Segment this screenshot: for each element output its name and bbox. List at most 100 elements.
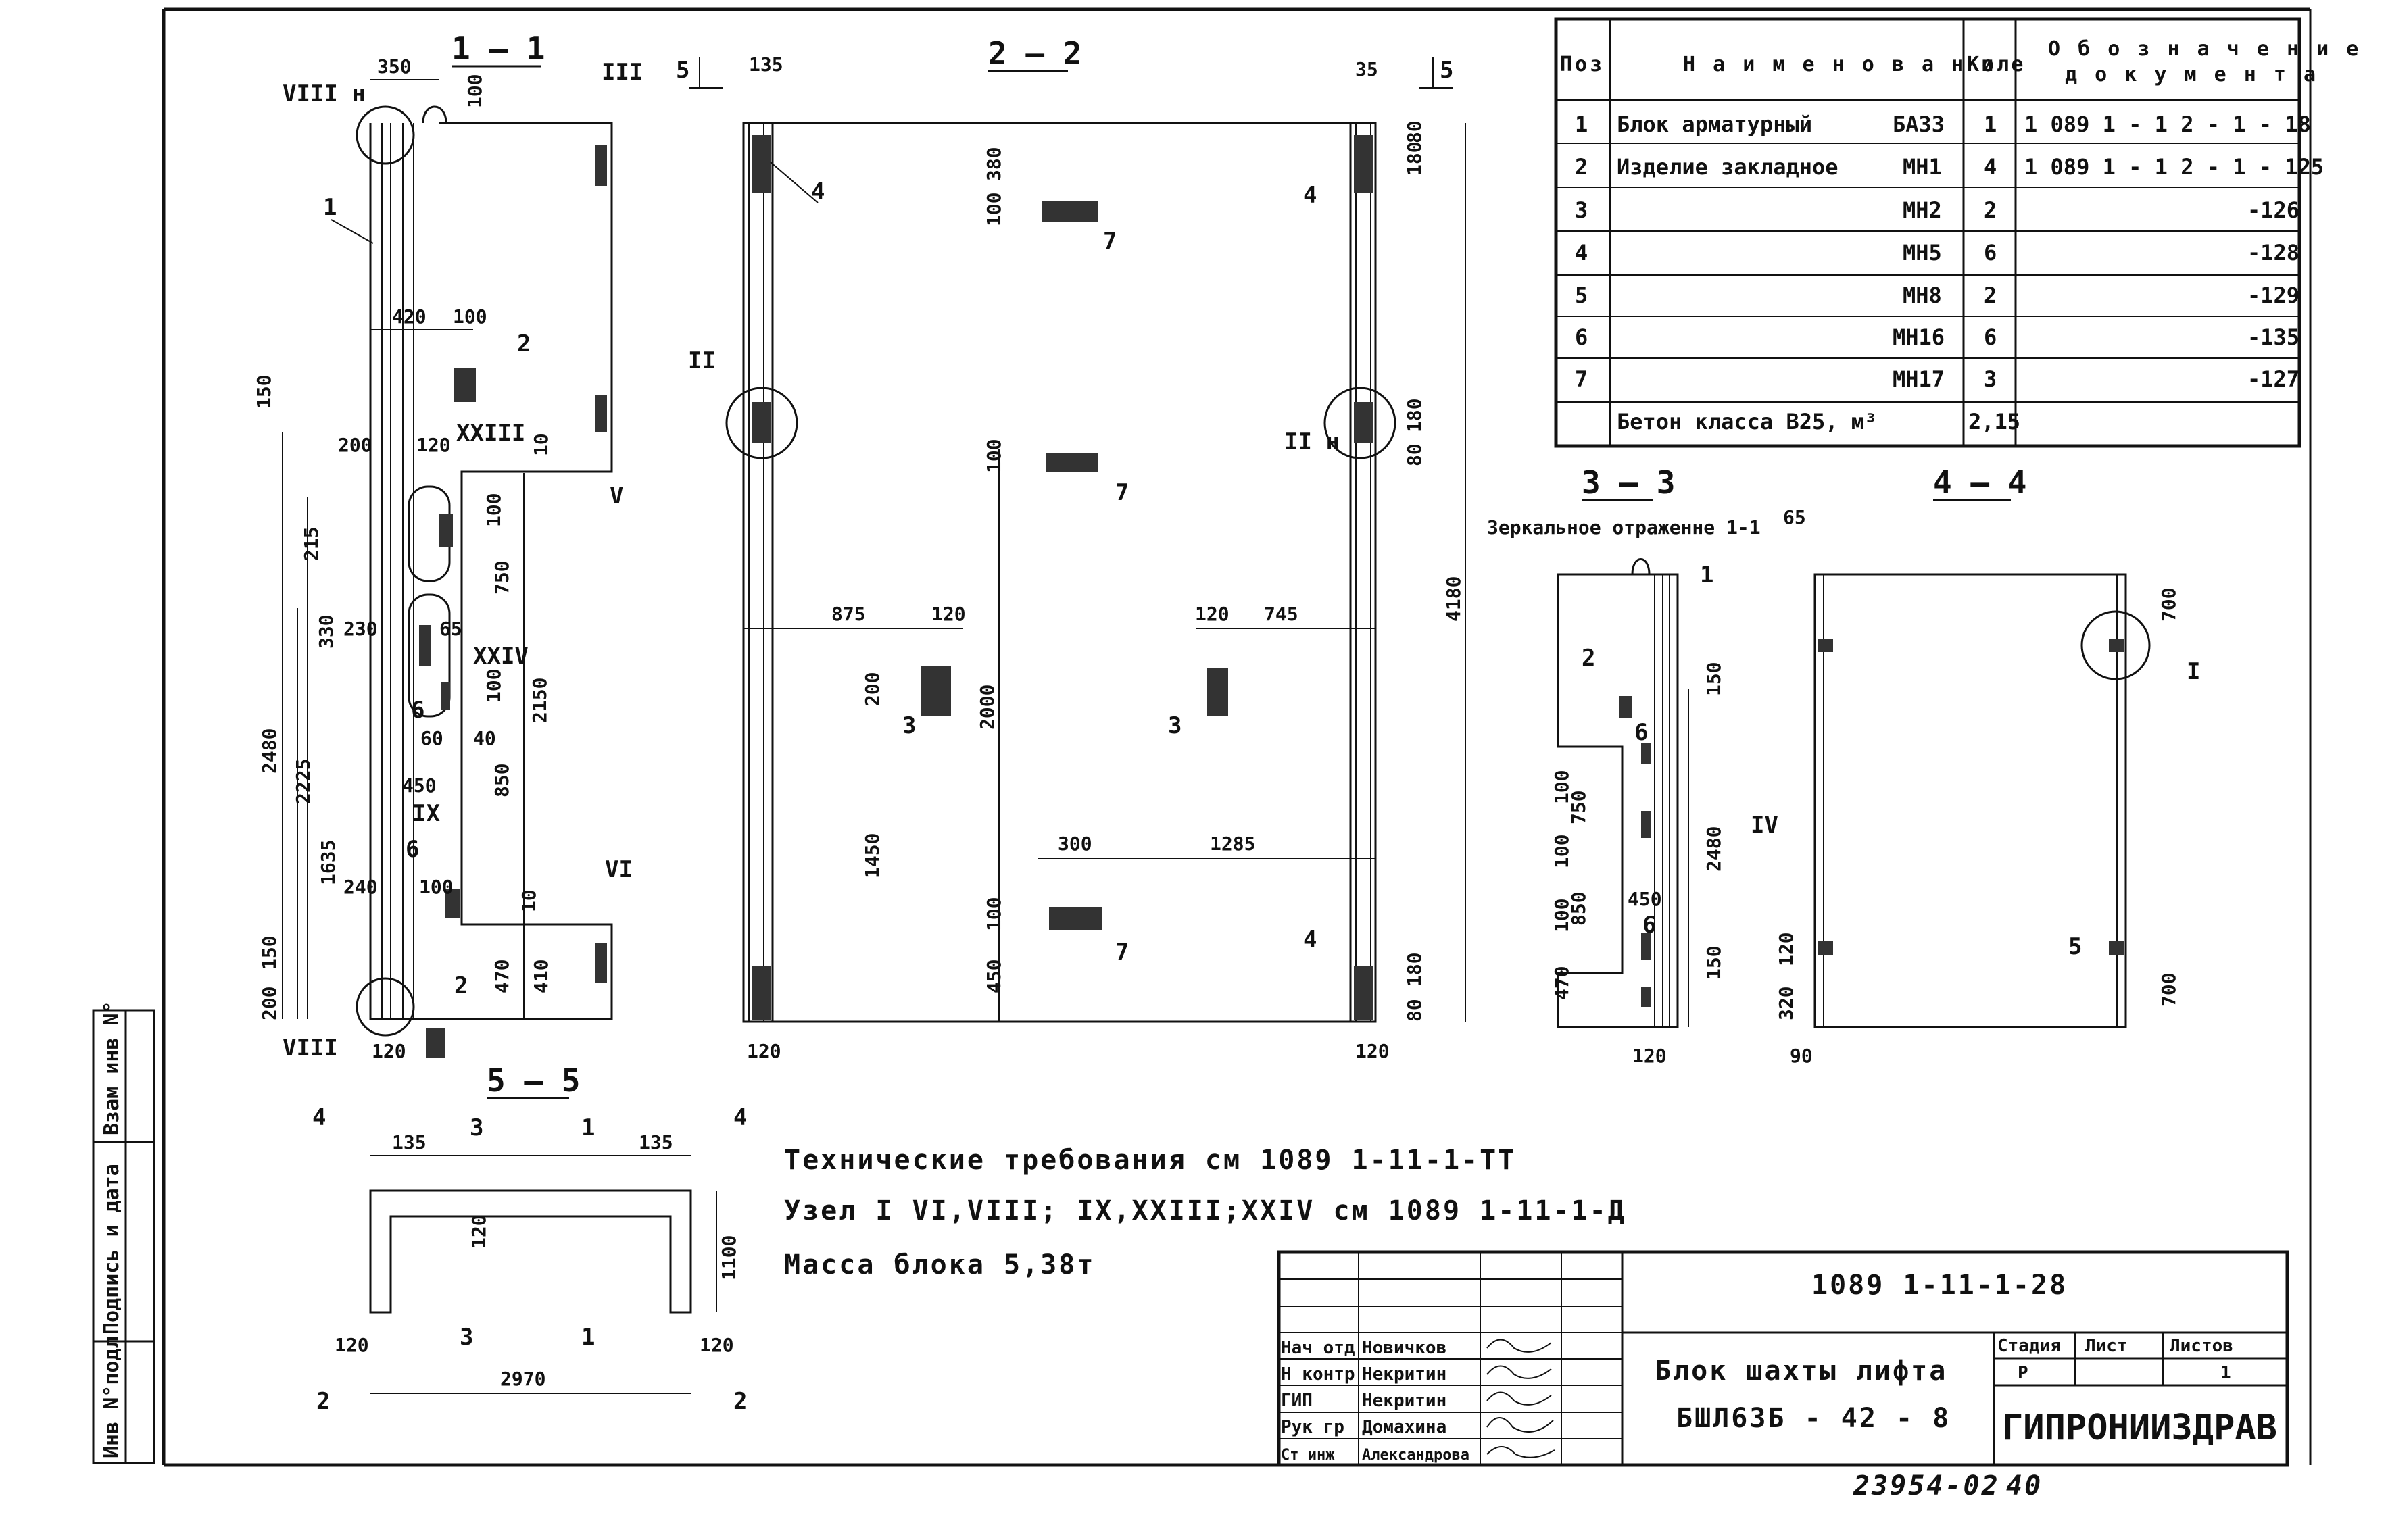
table-row: 1 Блок арматурный БА33 1 1 089 1 - 1 2 -… (1575, 111, 2311, 137)
dim-230: 230 (343, 618, 378, 640)
pos-6-c: 6 (1634, 719, 1648, 746)
title-line1: Блок шахты лифта (1655, 1356, 1947, 1387)
row2-qty: 4 (1984, 154, 1997, 180)
row5-pos: 5 (1575, 282, 1588, 308)
dim-120e: 120 (1195, 603, 1229, 625)
dim-120d: 120 (747, 1040, 781, 1062)
label-IX: IX (412, 800, 440, 827)
dim-100c: 100 (483, 493, 505, 527)
dim-40b: 10 (518, 889, 540, 912)
dim-410: 410 (530, 959, 552, 993)
signer-name: Некритин (1362, 1364, 1446, 1385)
dim-g700b: 700 (2158, 972, 2180, 1007)
side-stamp: Взам инв N° Подпись и дата Инв N°подл (92, 1001, 155, 1464)
section-2-2-title: 2 — 2 (988, 35, 1081, 72)
dim-100b: 100 (453, 305, 487, 328)
dim-80b: 80 (1403, 443, 1426, 466)
cut-4-right: 4 (733, 1104, 747, 1131)
row2-pos: 2 (1575, 154, 1588, 180)
dim-350: 350 (377, 55, 412, 78)
dim-40: 40 (473, 727, 496, 749)
dim-380: 380 (983, 147, 1005, 181)
archive-number: 23954-02 (1853, 1470, 2000, 1501)
label-IIn: II н (1284, 428, 1340, 455)
dim-120f: 120 (1355, 1040, 1390, 1062)
row4-mark: МН5 (1903, 240, 1942, 266)
label-V: V (610, 482, 623, 510)
note-mass: Масса блока 5,38т (784, 1249, 1095, 1281)
dim-f120: 120 (1632, 1045, 1667, 1067)
signer-role: ГИП (1281, 1391, 1313, 1411)
row5-mark: МН8 (1903, 282, 1942, 308)
side-replaces-label: Взам инв N° (100, 1001, 124, 1135)
dim-60: 60 (420, 727, 443, 749)
dim-150b: 150 (258, 935, 281, 970)
title-block: 1089 1-11-1-28 Блок шахты лифта БШЛ63Б -… (1277, 1250, 2289, 1467)
table-row: 2 Изделие закладное МН1 4 1 089 1 - 1 2 … (1575, 154, 2324, 180)
signer-row: Ст инж Александрова (1281, 1447, 1469, 1464)
signature-marks (1486, 1339, 1555, 1458)
signer-role: Ст инж (1281, 1447, 1335, 1464)
dim-135b: 135 (392, 1131, 427, 1153)
dim-200: 200 (338, 434, 372, 456)
mirror-note: Зеркальное отраженне 1-1 (1487, 516, 1761, 539)
dim-100a: 100 (464, 74, 486, 108)
dim-750: 750 (491, 560, 513, 595)
pos-2-c: 2 (1582, 645, 1595, 672)
row3-doc: -126 (2247, 197, 2299, 223)
dim-80c: 80 (1403, 999, 1426, 1022)
note-nodes: Узел I VI,VIII; IX,XXIII;XXIV см 1089 1-… (784, 1195, 1626, 1226)
pos-7-b: 7 (1115, 479, 1129, 506)
table-row: 3 МН2 2 -126 (1575, 197, 2299, 223)
dim-4180: 4180 (1442, 576, 1465, 622)
dim-2225: 2225 (292, 759, 314, 804)
row2-mark: МН1 (1903, 154, 1942, 180)
row7-doc: -127 (2247, 366, 2299, 392)
dim-470: 470 (491, 959, 513, 993)
sheets-label: Листов (2170, 1336, 2233, 1356)
cut-1-bottom: 1 (581, 1324, 595, 1351)
sheet-label: Лист (2085, 1336, 2128, 1356)
row8-name: Бетон класса В25, м³ (1617, 409, 1877, 434)
section-4-4-title: 4 — 4 (1933, 464, 2026, 501)
dim-240: 240 (343, 876, 378, 898)
label-VIIIn: VIII н (283, 80, 366, 107)
signer-row: Н контр Некритин (1281, 1364, 1446, 1385)
label-XXIII: XXIII (456, 420, 525, 447)
cut-5-left: 5 (676, 57, 689, 84)
row1-pos: 1 (1575, 111, 1588, 137)
cut-2-right: 2 (733, 1388, 747, 1415)
label-IV: IV (1751, 812, 1778, 839)
title-line2: БШЛ63Б - 42 - 8 (1676, 1403, 1951, 1434)
dim-1100: 1100 (718, 1235, 740, 1281)
dim-120h: 120 (335, 1334, 369, 1356)
pos-4-b: 4 (1303, 182, 1317, 209)
signer-name: Домахина (1362, 1417, 1446, 1437)
label-XXIV: XXIV (473, 643, 529, 670)
side-sign-date-label: Подпись и дата (100, 1164, 124, 1335)
row6-doc: -135 (2247, 324, 2299, 350)
table-row: 6 МН16 6 -135 (1575, 324, 2299, 350)
col-doc-header-2: д о к у м е н т а (2065, 63, 2318, 86)
row1-mark: БА33 (1893, 111, 1945, 137)
dim-180a: 180 (1403, 141, 1426, 176)
row1-name: Блок арматурный (1617, 111, 1812, 137)
side-inv-label: Инв N°подл (100, 1336, 124, 1458)
dim-g90: 90 (1790, 1045, 1813, 1067)
dim-180b: 180 (1403, 398, 1426, 432)
dim-1285: 1285 (1210, 833, 1255, 855)
dim-120i: 120 (700, 1334, 734, 1356)
pos-7-c: 7 (1115, 939, 1129, 966)
spec-table: Поз Н а и м е н о в а н и е Кол О б о з … (1554, 17, 2358, 448)
col-pos-header: Поз (1560, 53, 1605, 76)
dim-f150a: 150 (1703, 662, 1725, 696)
label-III: III (602, 59, 643, 86)
row6-pos: 6 (1575, 324, 1588, 350)
pos-1-a: 1 (323, 194, 337, 221)
cut-2-left: 2 (316, 1388, 330, 1415)
row2-name: Изделие закладное (1617, 154, 1838, 180)
dim-100g: 100 (983, 439, 1005, 473)
dim-300: 300 (1058, 833, 1092, 855)
signer-row: Рук гр Домахина (1281, 1417, 1446, 1437)
